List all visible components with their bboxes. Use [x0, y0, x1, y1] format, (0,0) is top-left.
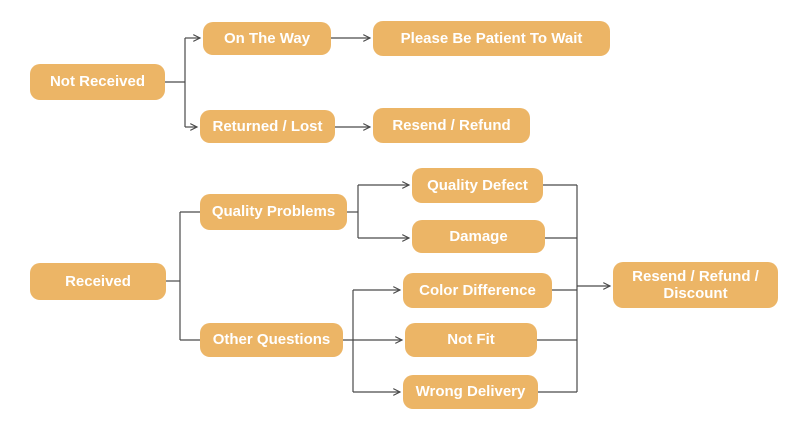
node-not-fit: Not Fit	[405, 323, 537, 357]
node-resend-refund-discount: Resend / Refund / Discount	[613, 262, 778, 308]
node-wrong-delivery: Wrong Delivery	[403, 375, 538, 409]
node-resend-refund: Resend / Refund	[373, 108, 530, 143]
node-other-questions: Other Questions	[200, 323, 343, 357]
node-not-received: Not Received	[30, 64, 165, 100]
node-on-the-way: On The Way	[203, 22, 331, 55]
node-quality-problems: Quality Problems	[200, 194, 347, 230]
node-returned-lost: Returned / Lost	[200, 110, 335, 143]
node-damage: Damage	[412, 220, 545, 253]
node-please-be-patient-to-wait: Please Be Patient To Wait	[373, 21, 610, 56]
node-quality-defect: Quality Defect	[412, 168, 543, 203]
node-received: Received	[30, 263, 166, 300]
node-color-difference: Color Difference	[403, 273, 552, 308]
